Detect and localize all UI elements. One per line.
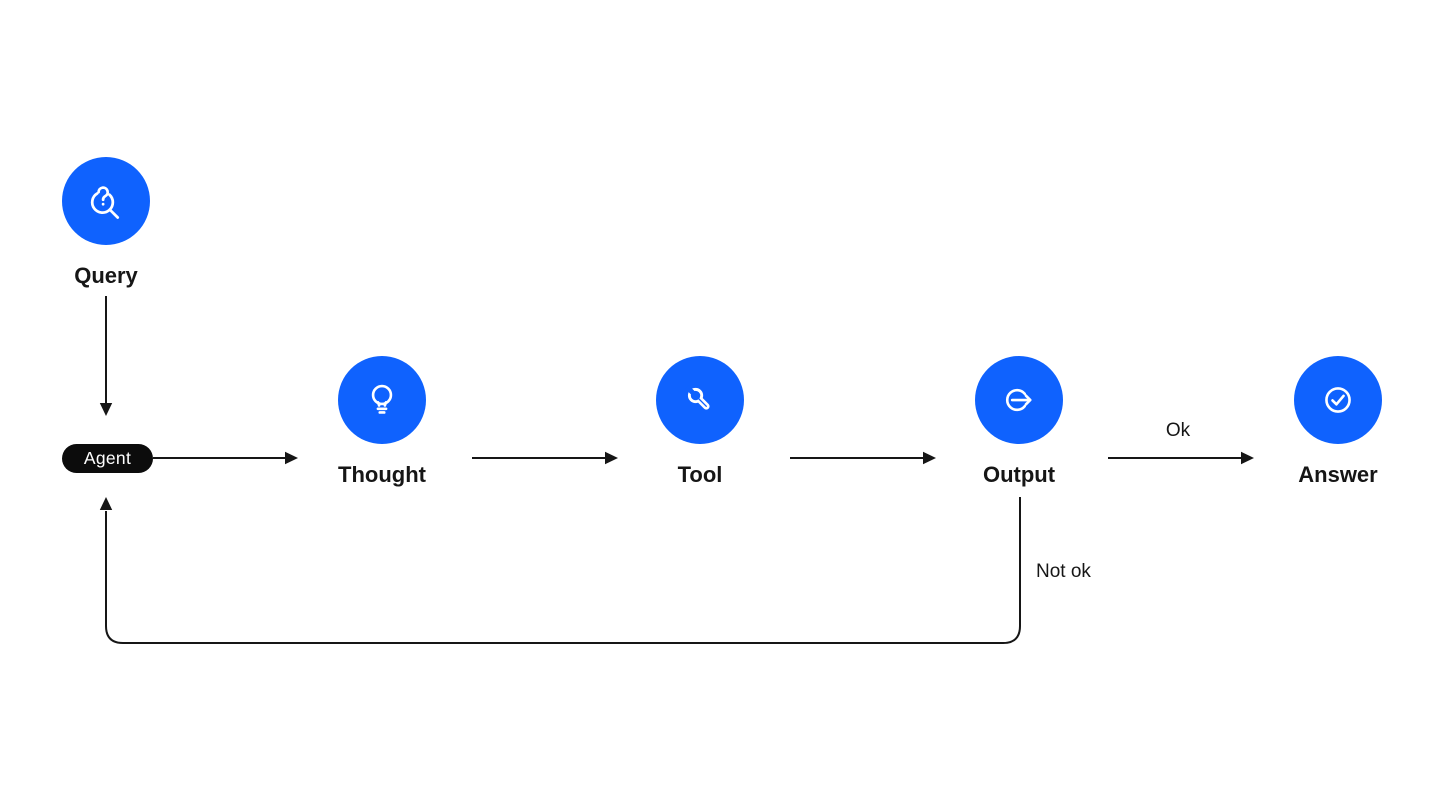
- wrench-icon: [679, 379, 721, 421]
- node-label-answer: Answer: [1298, 462, 1378, 487]
- edge-output-answer: [1108, 451, 1254, 465]
- node-label-thought: Thought: [338, 462, 426, 487]
- node-label-agent: Agent: [83, 448, 132, 468]
- node-output: [975, 356, 1063, 444]
- edge-label-ok: Ok: [1165, 420, 1191, 441]
- node-query: [62, 157, 150, 245]
- edge-label-not-ok: Not ok: [1036, 561, 1091, 582]
- search-question-icon: [84, 179, 128, 223]
- node-label-tool: Tool: [677, 462, 723, 487]
- edge-agent-thought: [153, 451, 298, 465]
- node-label-query: Query: [74, 263, 138, 288]
- edge-tool-output: [790, 451, 936, 465]
- lightbulb-icon: [361, 379, 403, 421]
- edge-output-agent-feedback: [99, 497, 1021, 644]
- node-answer: [1294, 356, 1382, 444]
- node-thought: [338, 356, 426, 444]
- edge-query-agent: [99, 296, 113, 416]
- edge-thought-tool: [472, 451, 618, 465]
- check-circle-icon: [1317, 379, 1359, 421]
- node-agent: Agent: [62, 444, 153, 473]
- export-arrow-icon: [998, 379, 1040, 421]
- node-label-output: Output: [982, 462, 1056, 487]
- node-tool: [656, 356, 744, 444]
